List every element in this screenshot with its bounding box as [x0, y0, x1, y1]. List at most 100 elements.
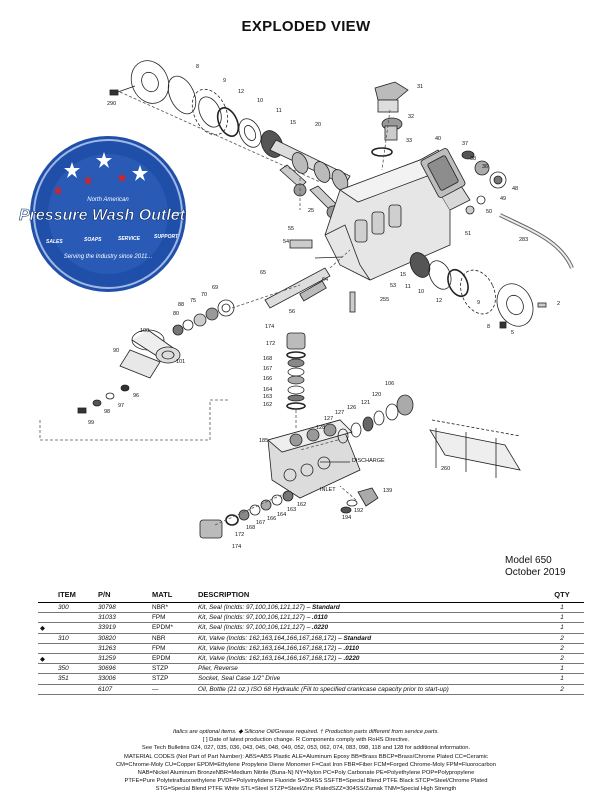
- row-description-text: Kit, Valve (Inclds: 162,163,164,166,167,…: [198, 655, 344, 663]
- callout-label: 64: [322, 277, 328, 283]
- row-description-text: Kit, Seal (Inclds: 97,100,106,121,127) –: [198, 614, 313, 622]
- logo-nav-support: SUPPORT: [154, 234, 179, 240]
- callout-label: 128: [316, 425, 325, 431]
- callout-label: 167: [263, 366, 272, 372]
- logo-nav-sales: SALES: [46, 239, 63, 245]
- row-description-variant: .0220: [312, 624, 329, 632]
- callout-label: 11: [405, 284, 411, 290]
- callout-label: 162: [263, 402, 272, 408]
- row-description-text: Oil, Bottle (21 oz.) ISO 68 Hydraulic (F…: [198, 685, 449, 693]
- row-item: [56, 612, 96, 624]
- right-bearing-cover-assembly: [409, 252, 547, 329]
- row-qty: 1: [540, 663, 584, 675]
- row-description-text: Kit, Seal (Inclds: 97,100,106,121,127) –: [198, 604, 313, 612]
- row-marker: [38, 633, 56, 644]
- callout-label: 38: [470, 156, 476, 162]
- row-qty: 2: [540, 653, 584, 665]
- note-line-6: NAB=Nickel Aluminum BronzeNBR=Medium Nit…: [137, 770, 475, 777]
- row-matl: NBR*: [150, 602, 196, 614]
- row-marker: ◆: [38, 622, 56, 634]
- note-line-4: MATERIAL CODES (Not Part of Part Number)…: [124, 753, 488, 760]
- row-marker: [38, 602, 56, 614]
- row-matl: NBR: [150, 633, 196, 644]
- inlet-plug: [340, 487, 379, 514]
- row-pn: 31033: [96, 612, 150, 624]
- callout-label: 9: [477, 300, 480, 306]
- callout-label: 260: [441, 466, 450, 472]
- row-qty: 1: [540, 622, 584, 634]
- callout-label: 174: [232, 544, 241, 550]
- row-description-variant: .0220: [343, 655, 360, 663]
- callout-label: 120: [372, 392, 381, 398]
- callout-label: 126: [347, 405, 356, 411]
- row-matl: FPM: [150, 612, 196, 624]
- callout-label: 163: [263, 394, 272, 400]
- row-pn: 33919: [96, 622, 150, 634]
- callout-label: 15: [400, 272, 406, 278]
- logo-nav-service: SERVICE: [118, 236, 141, 242]
- row-marker: [38, 643, 56, 654]
- row-item: [56, 643, 96, 654]
- company-logo: North American Pressure Wash Outlet .com…: [19, 136, 186, 292]
- callout-label: 172: [235, 532, 244, 538]
- model-number: Model 650: [505, 555, 552, 566]
- row-pn: 31263: [96, 643, 150, 654]
- callout-label: 20: [315, 122, 321, 128]
- row-marker: ◆: [38, 653, 56, 665]
- row-matl: EPDM: [150, 653, 196, 665]
- row-marker: [38, 684, 56, 695]
- callout-label: 49: [500, 196, 506, 202]
- callout-label: 121: [361, 400, 370, 406]
- callout-label: 194: [342, 515, 351, 521]
- row-pn: 30820: [96, 633, 150, 644]
- callout-label: DISCHARGE: [352, 458, 385, 464]
- callout-label: 172: [266, 341, 275, 347]
- row-matl: STZP: [150, 663, 196, 675]
- callout-label: 32: [408, 114, 414, 120]
- callout-label: 164: [277, 512, 286, 518]
- row-qty: 2: [540, 643, 584, 654]
- row-item: 310: [56, 633, 96, 644]
- row-pn: 33006: [96, 673, 150, 685]
- callout-label: 283: [519, 237, 528, 243]
- callout-label: 174: [265, 324, 274, 330]
- row-item: 350: [56, 663, 96, 675]
- row-qty: 2: [540, 684, 584, 695]
- row-description: Plier, Reverse: [196, 663, 540, 675]
- callout-label: 40: [435, 136, 441, 142]
- callout-label: 101: [176, 359, 185, 365]
- callout-label: 75: [190, 298, 196, 304]
- row-item: [56, 653, 96, 665]
- row-description-variant: Standard: [312, 604, 340, 612]
- callout-label: 168: [246, 525, 255, 531]
- logo-nav-soaps: SOAPS: [84, 237, 102, 243]
- callout-label: 8: [487, 324, 490, 330]
- callout-label: 166: [263, 376, 272, 382]
- callout-label: 166: [267, 516, 276, 522]
- row-pn: 30696: [96, 663, 150, 675]
- callout-label: 80: [173, 311, 179, 317]
- row-pn: 30798: [96, 602, 150, 614]
- callout-label: 36: [482, 164, 488, 170]
- row-description: Kit, Seal (Inclds: 97,100,106,121,127) –…: [196, 622, 540, 634]
- callout-label: 185: [259, 438, 268, 444]
- row-description-text: Plier, Reverse: [198, 665, 238, 673]
- callout-label: 15: [290, 120, 296, 126]
- oil-fill-cap: [371, 81, 409, 157]
- header-matl: MATL: [150, 588, 196, 603]
- row-description-text: Kit, Valve (Inclds: 162,163,164,166,167,…: [198, 644, 344, 652]
- header-item: ITEM: [56, 588, 96, 603]
- row-pn: 31259: [96, 653, 150, 665]
- callout-label: 10: [418, 289, 424, 295]
- row-matl: —: [150, 684, 196, 695]
- row-description-text: Socket, Seal Case 1/2" Drive: [198, 675, 281, 683]
- callout-label: 255: [380, 297, 389, 303]
- model-info: Model 650 October 2019: [505, 555, 566, 579]
- row-description: Socket, Seal Case 1/2" Drive: [196, 673, 540, 685]
- callout-label: 192: [354, 508, 363, 514]
- callout-label: 139: [383, 488, 392, 494]
